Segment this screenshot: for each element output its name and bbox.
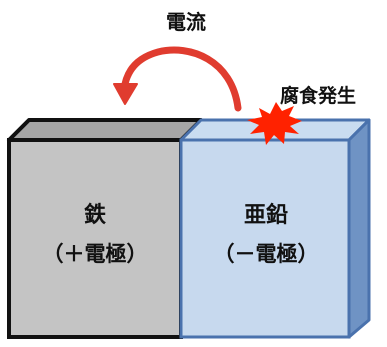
zinc-block-side	[347, 118, 371, 339]
corrosion-label: 腐食発生	[280, 84, 356, 107]
burst-icon	[247, 102, 302, 145]
zinc-electrode-label: （－電極）	[214, 242, 319, 266]
iron-label: 鉄	[84, 202, 106, 228]
iron-block-front	[7, 138, 183, 339]
iron-block	[7, 118, 203, 339]
current-label: 電流	[166, 10, 206, 34]
zinc-block	[179, 118, 371, 339]
zinc-block-front	[179, 138, 351, 339]
current-arrow-head	[113, 83, 138, 105]
zinc-label: 亜鉛	[244, 202, 288, 228]
iron-block-top	[7, 118, 203, 142]
current-arrow-path	[120, 46, 242, 112]
iron-electrode-label: （＋電極）	[43, 242, 148, 266]
curved-arrow-icon	[113, 46, 242, 112]
